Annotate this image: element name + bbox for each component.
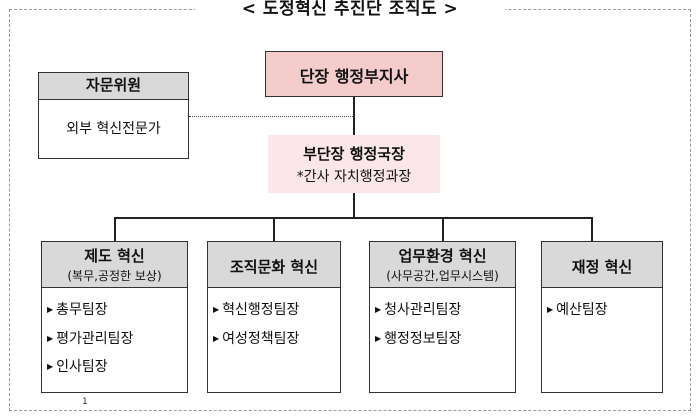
unit-header-4	[541, 241, 663, 288]
unit-2-item-2: ▶여성정책팀장	[213, 330, 299, 348]
bullet-icon: ▶	[213, 334, 220, 343]
diagram-title: < 도정혁신 추진단 조직도 >	[195, 0, 505, 22]
connector-advisory-dotted	[189, 116, 353, 117]
connector-deputy-bus	[353, 193, 355, 218]
bullet-icon: ▶	[213, 305, 220, 314]
unit-4-item-1-label: 예산팀장	[556, 302, 608, 318]
advisory-body: 외부 혁신전문가	[66, 121, 161, 137]
unit-2-item-1: ▶혁신행정팀장	[213, 301, 299, 319]
connector-unit-2	[273, 217, 275, 242]
unit-1-item-2-label: 평가관리팀장	[56, 331, 134, 347]
unit-1-item-3: ▶인사팀장	[47, 358, 108, 376]
chief-label: 단장 행정부지사	[299, 67, 409, 86]
connector-chief-deputy	[353, 96, 355, 136]
unit-1-item-3-label: 인사팀장	[56, 359, 108, 375]
chief-box	[265, 51, 443, 97]
unit-header-label-2: 조직문화 혁신	[229, 258, 319, 276]
unit-header-2	[207, 241, 341, 288]
page-number: 1	[82, 397, 88, 407]
unit-2-item-2-label: 여성정책팀장	[222, 331, 300, 347]
connector-unit-1	[114, 217, 116, 242]
deputy-note: *간사 자치행정과장	[296, 169, 412, 185]
unit-3-item-2-label: 행정정보팀장	[384, 331, 462, 347]
unit-header-sub-1: (복무,공정한 보상)	[67, 269, 162, 283]
unit-3-item-1: ▶청사관리팀장	[375, 301, 461, 319]
bullet-icon: ▶	[375, 305, 382, 314]
unit-3-item-2: ▶행정정보팀장	[375, 330, 461, 348]
unit-header-label-3: 업무환경 혁신	[398, 247, 487, 265]
unit-2-item-1-label: 혁신행정팀장	[222, 302, 300, 318]
advisory-header: 자문위원	[38, 72, 189, 100]
bullet-icon: ▶	[47, 305, 54, 314]
bullet-icon: ▶	[47, 362, 54, 371]
bullet-icon: ▶	[47, 334, 54, 343]
unit-header-3	[369, 241, 516, 288]
unit-3-item-1-label: 청사관리팀장	[384, 302, 462, 318]
unit-header-label-1: 제도 혁신	[84, 247, 145, 265]
unit-header-sub-3: (사무공간,업무시스템)	[386, 269, 499, 283]
unit-4-item-1: ▶예산팀장	[547, 301, 608, 319]
deputy-title: 부단장 행정국장	[303, 145, 405, 163]
bullet-icon: ▶	[375, 334, 382, 343]
unit-header-label-4: 재정 혁신	[571, 258, 633, 276]
unit-1-item-2: ▶평가관리팀장	[47, 330, 133, 348]
advisory-header-label: 자문위원	[85, 76, 142, 94]
unit-1-item-1-label: 총무팀장	[56, 302, 108, 318]
unit-header-1	[41, 241, 188, 288]
unit-1-item-1: ▶총무팀장	[47, 301, 108, 319]
connector-unit-3	[442, 217, 444, 242]
bullet-icon: ▶	[547, 305, 554, 314]
deputy-box	[268, 135, 440, 193]
connector-bus	[114, 217, 592, 219]
connector-unit-4	[591, 217, 593, 242]
